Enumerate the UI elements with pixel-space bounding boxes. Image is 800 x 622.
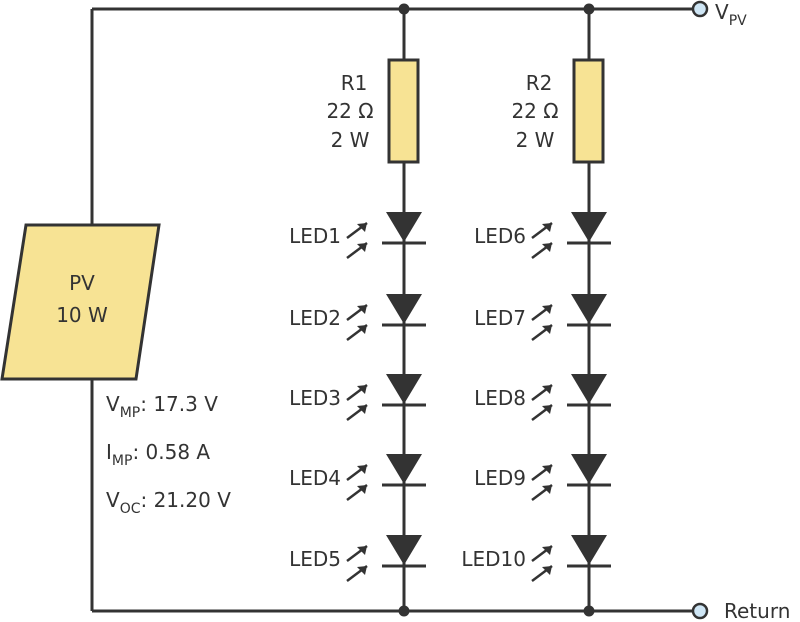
led-diode-triangle	[571, 454, 607, 484]
pv-power: 10 W	[56, 303, 108, 327]
spec-voc: VOC: 21.20 V	[106, 488, 231, 517]
junction-dot	[583, 3, 595, 15]
r1-resistance: 22 Ω	[326, 99, 373, 123]
light-emission-arrowhead	[542, 243, 552, 252]
led-6: LED6	[474, 212, 611, 259]
led-diode-triangle	[571, 374, 607, 404]
led-3: LED3	[289, 374, 426, 421]
led-label: LED6	[474, 224, 526, 248]
led-10: LED10	[461, 535, 611, 582]
vpv-terminal	[691, 0, 709, 18]
return-label: Return	[724, 599, 790, 622]
light-emission-arrowhead	[357, 305, 367, 314]
light-emission-arrowhead	[357, 325, 367, 334]
led-label: LED2	[289, 306, 341, 330]
led-label: LED8	[474, 386, 526, 410]
r2-name: R2	[526, 71, 553, 95]
light-emission-arrowhead	[542, 566, 552, 575]
light-emission-arrowhead	[357, 546, 367, 555]
led-label: LED3	[289, 386, 341, 410]
led-label: LED1	[289, 224, 341, 248]
r1-power: 2 W	[331, 128, 370, 152]
light-emission-arrowhead	[542, 385, 552, 394]
led-diode-triangle	[571, 535, 607, 565]
resistor-r1	[387, 58, 420, 164]
light-emission-arrowhead	[357, 243, 367, 252]
led-diode-triangle	[571, 212, 607, 242]
pv-panel	[0, 223, 161, 381]
resistor-r2	[572, 58, 605, 164]
led-label: LED10	[461, 547, 526, 571]
light-emission-arrowhead	[542, 305, 552, 314]
led-label: LED9	[474, 466, 526, 490]
r1-name: R1	[341, 71, 368, 95]
light-emission-arrowhead	[357, 566, 367, 575]
led-diode-triangle	[386, 374, 422, 404]
junction-dot	[398, 605, 410, 617]
led-diode-triangle	[386, 212, 422, 242]
led-9: LED9	[474, 454, 611, 501]
light-emission-arrowhead	[357, 223, 367, 232]
spec-vmp: VMP: 17.3 V	[106, 392, 218, 421]
led-7: LED7	[474, 294, 611, 341]
r2-resistance: 22 Ω	[511, 99, 558, 123]
light-emission-arrowhead	[542, 465, 552, 474]
junctions	[398, 3, 595, 617]
led-8: LED8	[474, 374, 611, 421]
junction-dot	[398, 3, 410, 15]
led-4: LED4	[289, 454, 426, 501]
light-emission-arrowhead	[357, 465, 367, 474]
light-emission-arrowhead	[542, 546, 552, 555]
led-diode-triangle	[386, 454, 422, 484]
led-2: LED2	[289, 294, 426, 341]
led-label: LED7	[474, 306, 526, 330]
spec-imp: IMP: 0.58 A	[106, 440, 210, 469]
light-emission-arrowhead	[357, 385, 367, 394]
light-emission-arrowhead	[542, 485, 552, 494]
led-label: LED4	[289, 466, 341, 490]
junction-dot	[583, 605, 595, 617]
r2-power: 2 W	[516, 128, 555, 152]
light-emission-arrowhead	[542, 223, 552, 232]
light-emission-arrowhead	[542, 325, 552, 334]
led-1: LED1	[289, 212, 426, 259]
light-emission-arrowhead	[357, 485, 367, 494]
led-diode-triangle	[571, 294, 607, 324]
vpv-label: VPV	[715, 0, 747, 29]
return-terminal	[691, 602, 709, 620]
led-diode-triangle	[386, 535, 422, 565]
led-diode-triangle	[386, 294, 422, 324]
led-5: LED5	[289, 535, 426, 582]
pv-name: PV	[69, 271, 95, 295]
light-emission-arrowhead	[357, 405, 367, 414]
led-label: LED5	[289, 547, 341, 571]
light-emission-arrowhead	[542, 405, 552, 414]
